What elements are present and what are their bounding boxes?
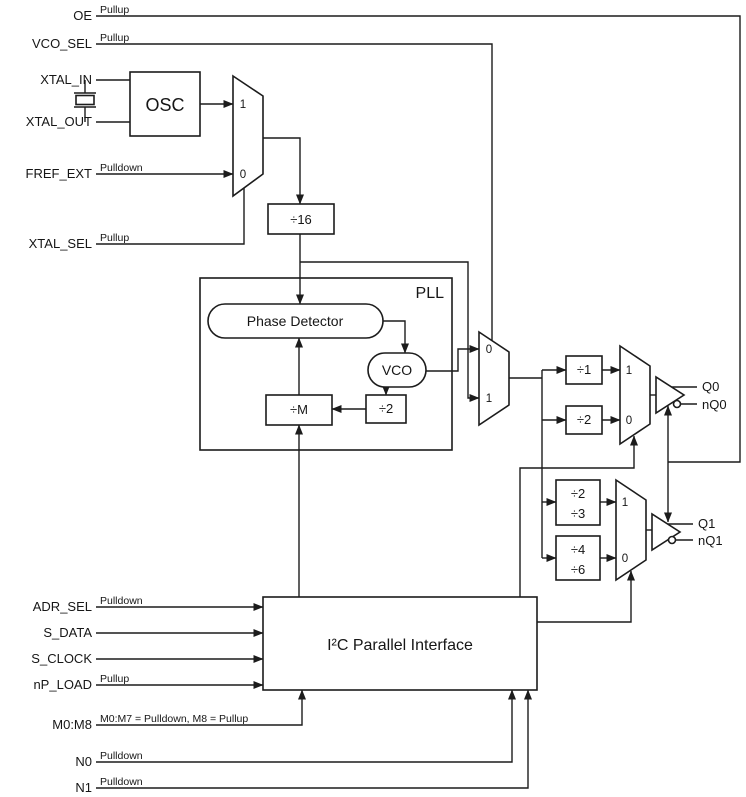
wire-phase-detector-to-vco [383, 320, 409, 354]
wire-xtal-sel [96, 188, 245, 245]
wire-oe-run [96, 15, 741, 463]
divider-16-block [267, 203, 335, 235]
wire-n0 [96, 689, 516, 763]
i2c-interface-label: I²C Parallel Interface [327, 637, 473, 654]
divider-4-6-block [555, 535, 601, 581]
pull-annotation-xtal-sel: Pullup [100, 232, 129, 244]
pin-label-n1: N1 [75, 780, 92, 795]
pull-annotation-n1: Pulldown [100, 776, 143, 788]
pin-label-adr-sel: ADR_SEL [33, 599, 92, 614]
phase-detector-block [207, 303, 384, 339]
pull-annotation-vco-sel: Pullup [100, 32, 129, 44]
pin-label-oe: OE [73, 8, 92, 23]
mux3-input-1-label: 1 [626, 365, 632, 377]
pull-annotation-m0-m8: M0:M7 = Pulldown, M8 = Pullup [100, 713, 248, 725]
pin-label-fref-ext: FREF_EXT [26, 166, 93, 181]
wire-n1 [96, 689, 532, 789]
feedback-divider-2-label: ÷2 [379, 401, 393, 416]
wire-vco-to-mux2 [426, 345, 480, 372]
vco-label: VCO [382, 362, 412, 378]
pull-annotation-oe: Pullup [100, 4, 129, 16]
inversion-bubble-nq0 [672, 399, 682, 409]
pll-label: PLL [416, 285, 445, 302]
wire-select-mux4 [537, 570, 635, 623]
osc-label: OSC [145, 95, 184, 115]
pin-label-xtal-in: XTAL_IN [40, 72, 92, 87]
pin-label-nq1: nQ1 [698, 533, 723, 548]
mux3-input-0-label: 0 [626, 415, 632, 427]
mux2-input-0-label: 0 [486, 344, 492, 356]
output-divider-2-block [565, 405, 603, 435]
divider-2-3-block [555, 479, 601, 526]
q1-mux [615, 478, 647, 582]
reference-mux [232, 74, 264, 198]
divider-2-3-label-top: ÷2 [571, 486, 585, 501]
mux4-input-1-label: 1 [622, 497, 628, 509]
output-divider-2-label: ÷2 [577, 412, 591, 427]
wire-m0-m8 [96, 689, 306, 726]
pin-label-s-data: S_DATA [43, 625, 92, 640]
pin-label-xtal-sel: XTAL_SEL [29, 236, 92, 251]
vco-block [367, 352, 427, 388]
wire-mux1-to-div16 [263, 137, 304, 205]
osc-block [129, 71, 201, 137]
divider-16-label: ÷16 [290, 212, 312, 227]
mux1-input-1-label: 1 [240, 99, 246, 111]
pin-label-nq0: nQ0 [702, 397, 727, 412]
q0-output-buffer [655, 375, 686, 415]
mux2-input-1-label: 1 [486, 393, 492, 405]
pin-label-xtal-out: XTAL_OUT [26, 114, 92, 129]
divider-m-label: ÷M [290, 402, 308, 417]
mux4-input-0-label: 0 [622, 553, 628, 565]
divider-4-6-label-top: ÷4 [571, 542, 585, 557]
labels: OE VCO_SEL XTAL_IN XTAL_OUT FREF_EXT XTA… [26, 4, 727, 795]
pull-annotation-n0: Pulldown [100, 750, 143, 762]
wire-select-mux3 [519, 435, 638, 597]
pin-label-q0: Q0 [702, 379, 719, 394]
inversion-bubble-nq1 [667, 535, 677, 545]
crystal-icon [75, 94, 95, 106]
pin-label-vco-sel: VCO_SEL [32, 36, 92, 51]
pin-label-s-clock: S_CLOCK [31, 651, 92, 666]
pll-box [199, 277, 453, 451]
pin-label-np-load: nP_LOAD [33, 677, 92, 692]
divider-4-6-label-bottom: ÷6 [571, 562, 585, 577]
wire-reference-bypass [300, 261, 480, 402]
output-divider-1-label: ÷1 [577, 362, 591, 377]
pin-label-q1: Q1 [698, 516, 715, 531]
divider-2-3-label-bottom: ÷3 [571, 506, 585, 521]
wires [74, 15, 741, 789]
q0-mux [619, 344, 651, 446]
pull-annotation-fref-ext: Pulldown [100, 162, 143, 174]
pin-label-n0: N0 [75, 754, 92, 769]
pll-bypass-mux [478, 330, 510, 427]
feedback-divider-2-block [365, 394, 407, 424]
i2c-interface-block [262, 596, 538, 691]
wire-vco-sel [96, 43, 493, 341]
shapes [75, 71, 686, 691]
mux1-input-0-label: 0 [240, 169, 246, 181]
pin-label-m0-m8: M0:M8 [52, 717, 92, 732]
phase-detector-label: Phase Detector [247, 313, 344, 329]
pull-annotation-np-load: Pullup [100, 673, 129, 685]
q1-output-buffer [651, 512, 682, 552]
output-divider-1-block [565, 355, 603, 385]
divider-m-block [265, 394, 333, 426]
pull-annotation-adr-sel: Pulldown [100, 595, 143, 607]
